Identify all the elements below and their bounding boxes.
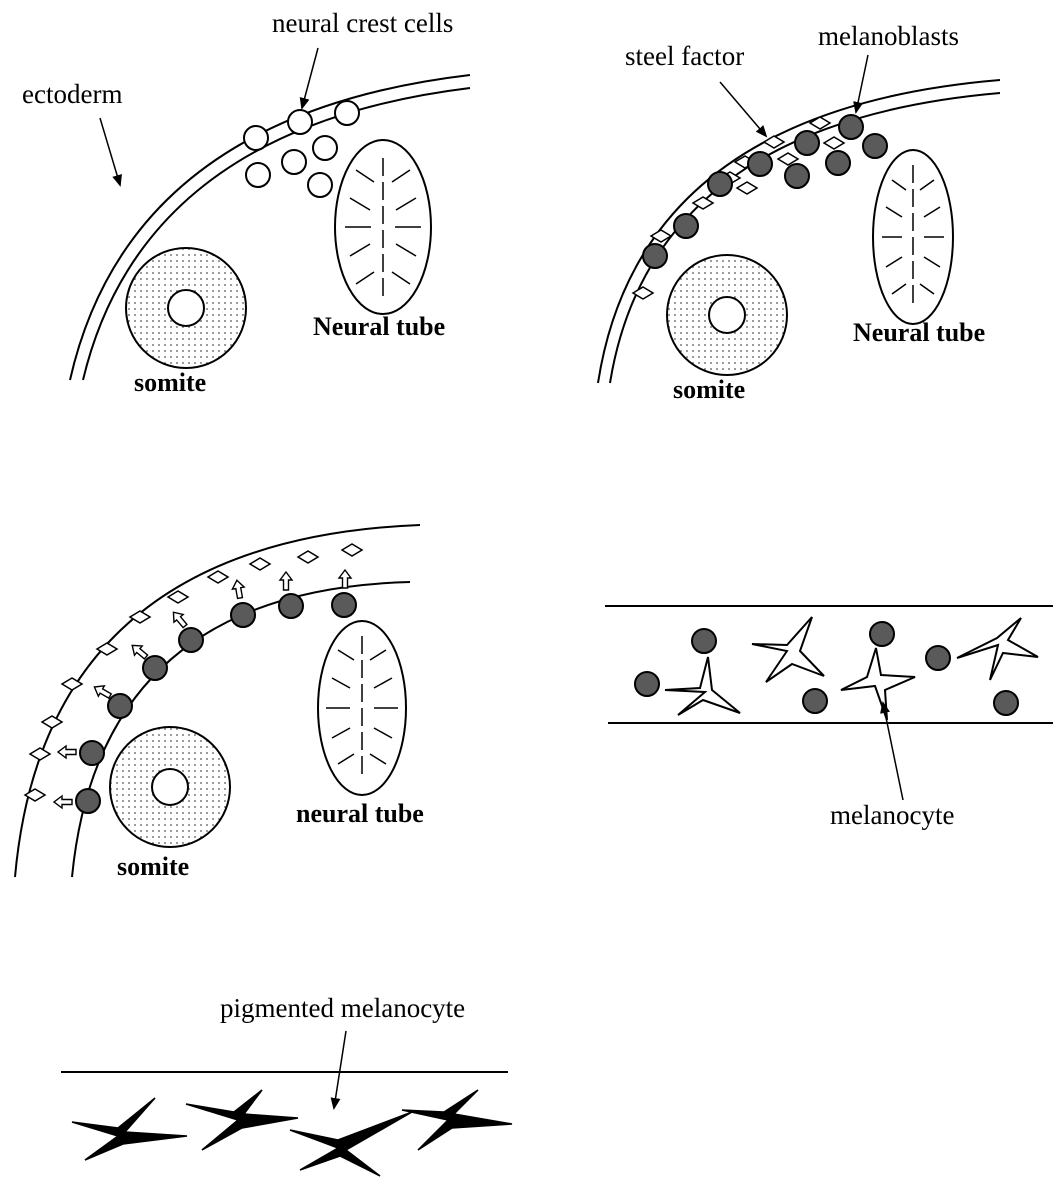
somite-label: somite bbox=[673, 375, 745, 404]
melanoblast bbox=[863, 134, 887, 158]
steel-factor-diamond bbox=[130, 611, 150, 623]
unpigmented-melanocyte-star bbox=[841, 648, 915, 720]
steel-factor-arrow bbox=[720, 82, 766, 136]
melanocyte-label: melanocyte bbox=[830, 800, 954, 830]
somite-label: somite bbox=[134, 368, 206, 397]
steel-factor-diamond bbox=[737, 182, 757, 194]
unpigmented-melanocyte-star bbox=[752, 617, 824, 682]
melanoblast bbox=[748, 152, 772, 176]
melanoblast bbox=[803, 689, 827, 713]
melanoblast bbox=[179, 628, 203, 652]
neural-crest-cell bbox=[288, 110, 312, 134]
receptor-arrow bbox=[339, 570, 351, 588]
steel-factor-label: steel factor bbox=[625, 41, 744, 71]
steel-factor-diamond bbox=[824, 137, 844, 149]
neural-tube bbox=[873, 150, 953, 324]
melanoblasts bbox=[643, 115, 887, 268]
somite-lumen bbox=[709, 297, 745, 333]
melanoblast bbox=[795, 131, 819, 155]
pigmented-melanocyte-star bbox=[72, 1098, 187, 1160]
ectoderm-label: ectoderm bbox=[22, 79, 122, 109]
melanoblast bbox=[279, 594, 303, 618]
somite-lumen bbox=[152, 769, 188, 805]
steel-factor-diamond bbox=[250, 558, 270, 570]
receptor-arrow bbox=[280, 572, 292, 590]
pigmented-melanocyte-star bbox=[402, 1090, 512, 1150]
neural-tube-label: Neural tube bbox=[313, 312, 445, 341]
panel-4-dermis-melanocytes: melanocyte bbox=[605, 606, 1053, 830]
melanoblasts-label: melanoblasts bbox=[818, 21, 959, 51]
neural-crest-cell bbox=[308, 173, 332, 197]
receptor-arrow bbox=[54, 796, 72, 808]
melanoblast bbox=[332, 593, 356, 617]
receptor-arrow bbox=[169, 608, 190, 630]
melanoblast bbox=[643, 244, 667, 268]
melanoblast bbox=[635, 672, 659, 696]
steel-factor-diamond bbox=[298, 551, 318, 563]
neural-crest-cell bbox=[313, 136, 337, 160]
melanoblast bbox=[926, 646, 950, 670]
melanoblasts bbox=[635, 622, 1018, 715]
unpigmented-melanocytes bbox=[665, 617, 1038, 720]
receptor-arrow bbox=[231, 579, 246, 599]
somite-label: somite bbox=[117, 852, 189, 881]
panel-1-neural-crest-emergence: neural crest cells ectoderm Neural tube … bbox=[22, 8, 470, 397]
melanoblast bbox=[674, 214, 698, 238]
pigmented-melanocyte-label: pigmented melanocyte bbox=[220, 993, 465, 1023]
steel-factor-diamond bbox=[633, 287, 653, 299]
melanoblast bbox=[143, 656, 167, 680]
melanoblast bbox=[231, 603, 255, 627]
pigmented-melanocytes bbox=[72, 1090, 512, 1176]
panel-2-melanoblast-migration: steel factor melanoblasts Neural tube so… bbox=[598, 21, 1000, 404]
steel-factor-diamond bbox=[168, 591, 188, 603]
neural-tube bbox=[335, 140, 431, 314]
melanoblast bbox=[80, 741, 104, 765]
neural-crest-cell bbox=[244, 126, 268, 150]
neural-crest-cell bbox=[282, 150, 306, 174]
steel-factor-diamond bbox=[342, 544, 362, 556]
neural-tube-label: Neural tube bbox=[853, 318, 985, 347]
panel-5-pigmented-melanocytes: pigmented melanocyte bbox=[61, 993, 512, 1176]
melanocyte-arrow bbox=[883, 703, 903, 800]
neural-crest-cell bbox=[335, 101, 359, 125]
melanoblast bbox=[692, 629, 716, 653]
melanoblast bbox=[870, 622, 894, 646]
melanoblast bbox=[994, 691, 1018, 715]
steel-factor-diamond bbox=[764, 136, 784, 148]
receptor-arrow bbox=[58, 746, 76, 758]
melanoblast bbox=[108, 694, 132, 718]
neural-crest-arrow bbox=[302, 48, 318, 108]
melanoblast bbox=[785, 164, 809, 188]
ectoderm-arrow bbox=[100, 118, 120, 185]
steel-factor-diamond bbox=[30, 748, 50, 760]
melanoblast bbox=[76, 789, 100, 813]
pigmented-melanocyte-star bbox=[290, 1112, 412, 1176]
steel-factor-diamond bbox=[42, 716, 62, 728]
melanoblast bbox=[826, 151, 850, 175]
steel-factor-diamond bbox=[208, 571, 228, 583]
unpigmented-melanocyte-star bbox=[957, 618, 1038, 680]
melanoblast bbox=[839, 115, 863, 139]
melanoblast bbox=[708, 172, 732, 196]
neural-crest-cell bbox=[246, 163, 270, 187]
neural-tube-label: neural tube bbox=[296, 799, 424, 828]
neural-crest-label: neural crest cells bbox=[272, 8, 453, 38]
somite-lumen bbox=[168, 290, 204, 326]
unpigmented-melanocyte-star bbox=[665, 657, 740, 715]
pigmented-melanocyte-star bbox=[186, 1090, 298, 1150]
neural-tube bbox=[318, 621, 406, 795]
pigmented-melanocyte-arrow bbox=[334, 1031, 346, 1108]
panel-3-kit-receptor-response: neural tube somite bbox=[15, 525, 424, 881]
